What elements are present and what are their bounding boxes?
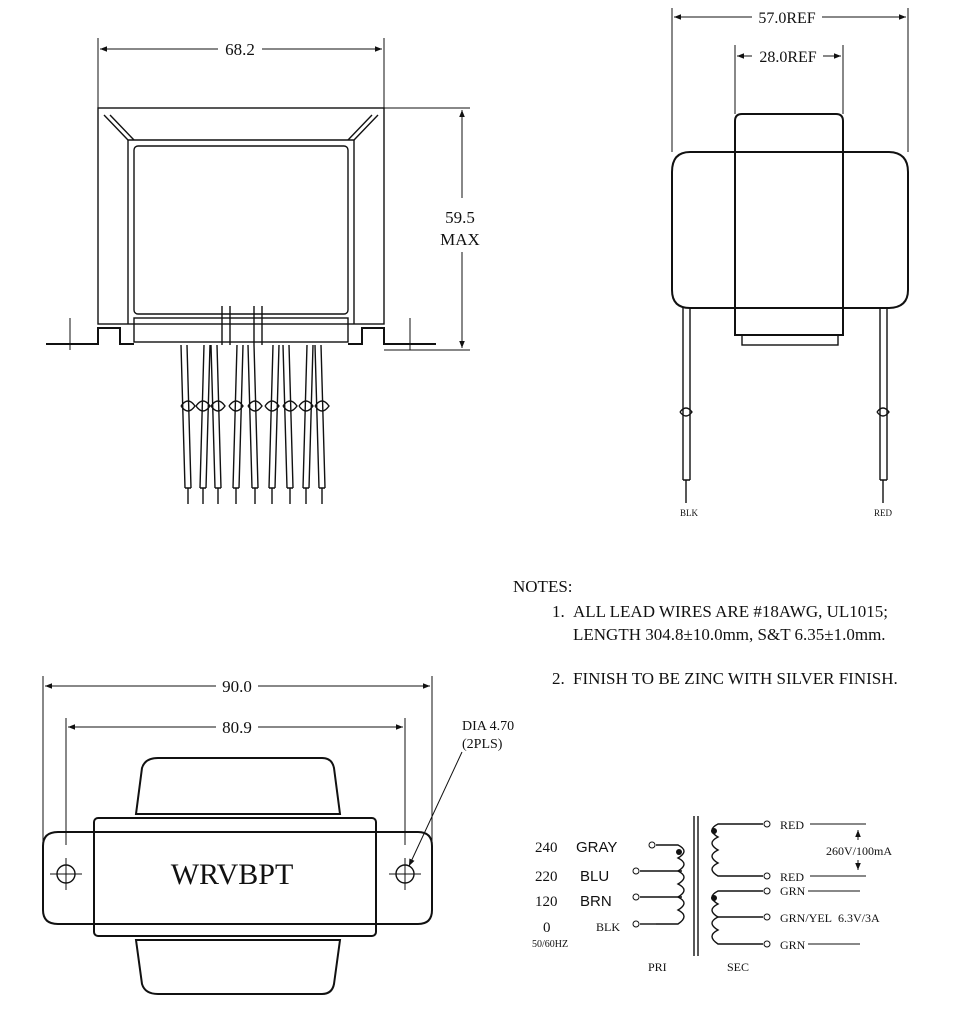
product-label: WRVBPT (171, 858, 294, 891)
side-lead-right (876, 308, 890, 503)
wire-twist-mark (228, 400, 244, 412)
notes: NOTES: 1. ALL LEAD WIRES ARE #18AWG, UL1… (513, 577, 898, 688)
front-width-label: 68.2 (225, 40, 255, 59)
bottom-overall-label: 90.0 (222, 677, 252, 696)
lead-wire (302, 344, 314, 504)
note-2-line1: FINISH TO BE ZINC WITH SILVER FINISH. (573, 669, 898, 688)
bottom-view: 90.0 80.9 DIA 4.70 (2PLS) WRVBPT (42, 676, 514, 995)
lead-wire (199, 344, 211, 504)
side-lead-left (679, 308, 693, 503)
side-lead-left-label: BLK (680, 508, 699, 518)
frequency-label: 50/60HZ (532, 939, 568, 950)
front-height-note: MAX (440, 230, 480, 249)
tap-120-voltage: 120 (535, 894, 558, 910)
bottom-hole-spacing-label: 80.9 (222, 718, 252, 737)
notes-heading: NOTES: (513, 577, 573, 596)
tap-240-voltage: 240 (535, 840, 558, 856)
lv-rating: 6.3V/3A (838, 911, 880, 925)
note-1-number: 1. (552, 602, 565, 621)
wire-twist-mark (282, 400, 298, 412)
hv-lead-2: RED (780, 870, 804, 884)
lead-wire (314, 344, 326, 504)
note-2-number: 2. (552, 669, 565, 688)
wiring-schematic: 240 GRAY 220 BLU 120 BRN 0 BLK 50/60HZ R… (532, 816, 892, 974)
mounting-hole-left (50, 858, 82, 890)
lv-lead-3: GRN (780, 938, 806, 952)
wire-twist-mark (180, 400, 196, 412)
front-width-dimension: 68.2 (100, 40, 382, 59)
mounting-hole-right (389, 858, 421, 890)
tap-220-voltage: 220 (535, 869, 558, 885)
lead-wire (210, 344, 222, 504)
front-height-label: 59.5 (445, 208, 475, 227)
side-overall-dimension: 57.0REF (674, 10, 906, 27)
front-height-dimension: 59.5 MAX (440, 110, 480, 348)
tap-0-color: BLK (596, 920, 620, 934)
side-core-dimension: 28.0REF (737, 49, 841, 66)
front-view: 68.2 59.5 MAX (46, 38, 480, 504)
wire-twist-mark (247, 400, 263, 412)
lead-wire (268, 344, 280, 504)
tap-120-color: BRN (580, 893, 612, 910)
side-lead-right-label: RED (874, 508, 893, 518)
wire-twist-mark (298, 400, 314, 412)
tap-0-voltage: 0 (543, 920, 551, 936)
note-1-line1: ALL LEAD WIRES ARE #18AWG, UL1015; (573, 602, 888, 621)
lead-wire (232, 344, 244, 504)
side-view: 57.0REF 28.0REF BLK RED (671, 8, 909, 518)
note-1-line2: LENGTH 304.8±10.0mm, S&T 6.35±1.0mm. (573, 625, 886, 644)
side-core-label: 28.0REF (759, 49, 816, 66)
primary-label: PRI (648, 960, 667, 974)
tap-220-color: BLU (580, 868, 609, 885)
front-lead-wires (180, 344, 330, 504)
tap-240-color: GRAY (576, 839, 617, 856)
wire-twist-mark (264, 400, 280, 412)
lead-wire (180, 344, 192, 504)
wire-twist-mark (195, 400, 211, 412)
wire-twist-mark (314, 400, 330, 412)
lead-wire (282, 344, 294, 504)
wire-twist-mark (210, 400, 226, 412)
hv-rating: 260V/100mA (826, 844, 892, 858)
bottom-hole-spacing-dimension: 80.9 (68, 718, 403, 737)
hv-lead-1: RED (780, 818, 804, 832)
bottom-overall-dimension: 90.0 (45, 677, 430, 696)
lv-lead-2: GRN/YEL (780, 911, 832, 925)
secondary-label: SEC (727, 960, 749, 974)
lead-wire (247, 344, 259, 504)
lv-lead-1: GRN (780, 884, 806, 898)
hole-note-line1: DIA 4.70 (462, 719, 514, 734)
hole-note-line2: (2PLS) (462, 737, 503, 752)
side-overall-label: 57.0REF (758, 10, 815, 27)
